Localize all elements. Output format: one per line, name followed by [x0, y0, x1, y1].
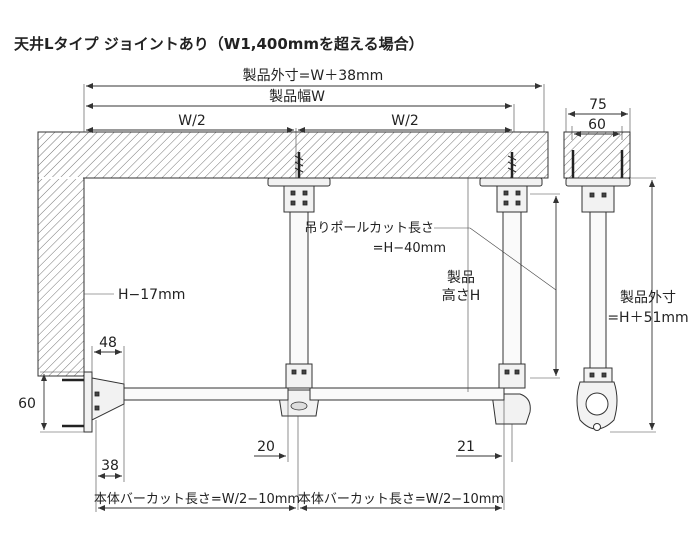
bar-cut-left-label: 本体バーカット長さ=W/2−10mm	[94, 492, 300, 507]
bracket-38-label: 38	[101, 458, 119, 474]
product-width-label: 製品幅W	[269, 89, 325, 105]
wall-bracket	[62, 371, 125, 433]
center-ceiling-mount	[267, 152, 331, 213]
drawing-title: 天井Lタイプ ジョイントあり（W1,400mmを超える場合）	[14, 35, 424, 53]
side-hanging-pole	[589, 211, 607, 369]
joint-20-label: 20	[257, 439, 275, 455]
right-hanging-pole	[502, 211, 522, 365]
outer-height-label-2: =H＋51mm	[607, 310, 688, 326]
outer-height-label-1: 製品外寸	[620, 290, 676, 306]
pole-cut-label-2: =H−40mm	[373, 241, 446, 256]
wall-slab	[37, 177, 85, 377]
side-75-label: 75	[589, 97, 607, 113]
side-lower-bracket	[576, 367, 618, 431]
outer-width-label: 製品外寸=W＋38mm	[243, 68, 384, 84]
side-60-label: 60	[588, 117, 606, 133]
height-label-1: 製品	[447, 270, 475, 286]
end-21-label: 21	[457, 439, 475, 455]
height-label-2: 高さH	[442, 287, 481, 304]
half-right-label: W/2	[391, 113, 418, 129]
wall-offset-label: H−17mm	[118, 287, 185, 303]
right-lower-bracket	[491, 363, 531, 425]
right-ceiling-mount	[479, 152, 543, 213]
bar-cut-right-label: 本体バーカット長さ=W/2−10mm	[298, 492, 504, 507]
side-ceiling-mount	[565, 150, 631, 213]
bracket-60-label: 60	[18, 396, 36, 412]
ceiling-slab	[37, 131, 549, 179]
bar-right-section	[309, 387, 505, 401]
half-left-label: W/2	[178, 113, 205, 129]
pole-cut-label-1: 吊りポールカット長さ	[304, 221, 434, 236]
pole-cut-diagonal	[469, 227, 557, 291]
slab-joint	[39, 177, 83, 179]
bracket-48-label: 48	[99, 335, 117, 351]
